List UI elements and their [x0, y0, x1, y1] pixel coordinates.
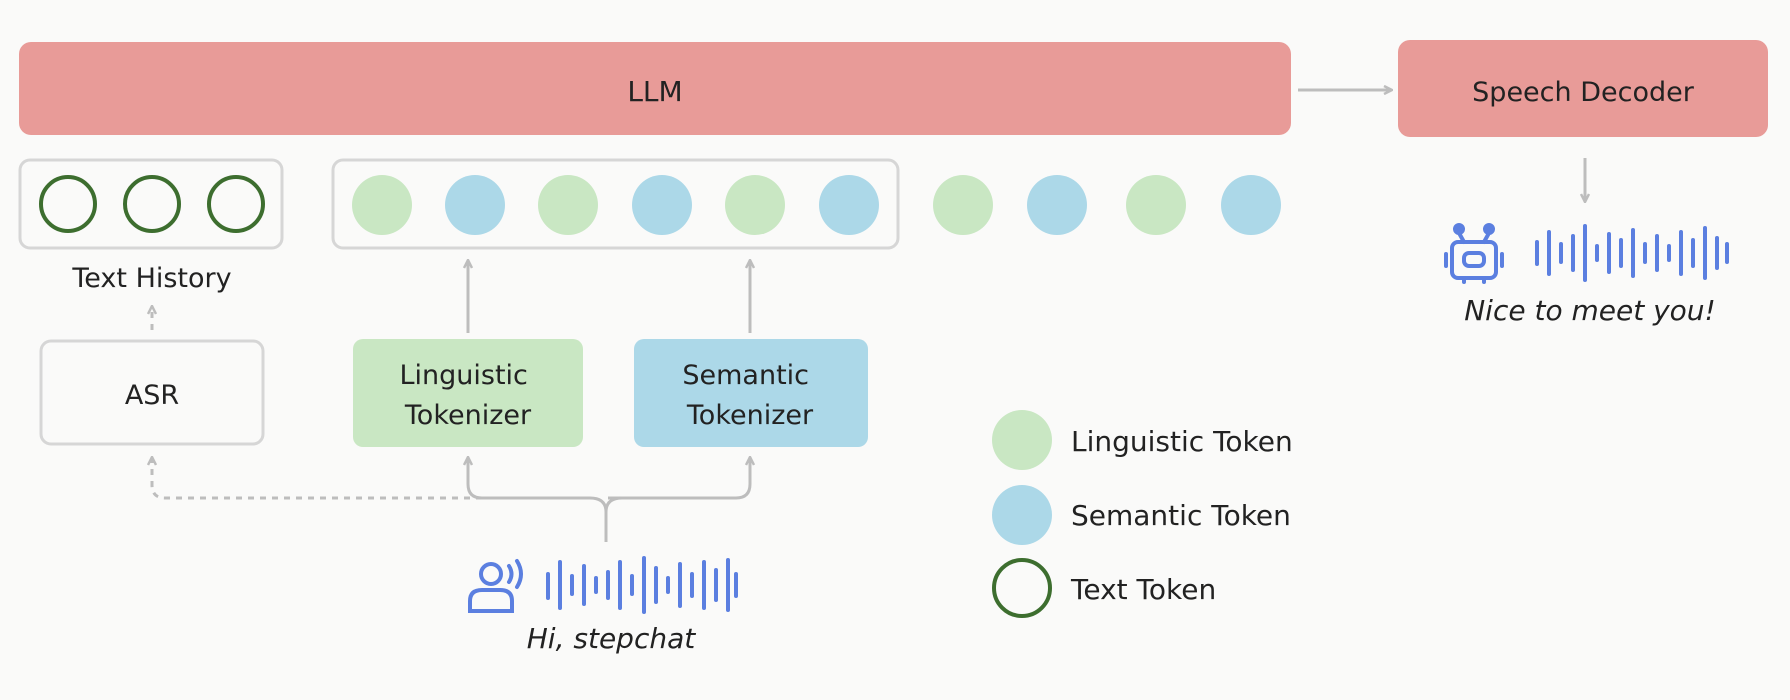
linguistic-tokenizer-label-line2: Tokenizer	[404, 400, 532, 431]
legend: Linguistic Token Semantic Token Text Tok…	[992, 410, 1293, 618]
semantic-tokenizer-label-line2: Tokenizer	[686, 400, 814, 431]
linguistic-token	[1126, 175, 1186, 235]
text-history-label: Text History	[71, 263, 231, 294]
llm-block	[19, 42, 1291, 135]
speaking-user-icon	[468, 559, 523, 613]
legend-text-label: Text Token	[1070, 573, 1216, 606]
linguistic-token	[538, 175, 598, 235]
text-history-box	[18, 158, 284, 250]
legend-text-swatch	[992, 558, 1052, 618]
asr-block	[39, 339, 265, 446]
legend-semantic-swatch	[992, 485, 1052, 545]
semantic-token	[819, 175, 879, 235]
speech-decoder-block	[1398, 40, 1768, 137]
semantic-tokenizer-block	[634, 339, 868, 447]
user-utterance: Hi, stepchat	[527, 622, 697, 655]
audio-waveform-icon	[546, 556, 738, 614]
input-to-asr-dashed-path	[152, 457, 590, 500]
semantic-token	[445, 175, 505, 235]
linguistic-token	[933, 175, 993, 235]
text-token	[39, 175, 97, 233]
speech-decoder-label: Speech Decoder	[1472, 77, 1695, 108]
input-to-semantic-path	[608, 457, 750, 500]
text-token	[207, 175, 265, 233]
legend-linguistic-swatch	[992, 410, 1052, 470]
input-to-linguistic-path	[468, 457, 590, 500]
legend-linguistic-label: Linguistic Token	[1071, 425, 1293, 458]
llm-label: LLM	[627, 75, 682, 108]
asr-label: ASR	[125, 380, 179, 411]
linguistic-token	[352, 175, 412, 235]
bot-utterance: Nice to meet you!	[1464, 294, 1716, 327]
robot-icon	[1444, 223, 1504, 284]
semantic-tokenizer-label-line1: Semantic	[682, 360, 809, 391]
linguistic-tokenizer-label: Linguistic Tokenizer	[399, 360, 536, 431]
linguistic-tokenizer-block	[353, 339, 583, 447]
linguistic-token	[725, 175, 785, 235]
semantic-token	[1221, 175, 1281, 235]
semantic-tokenizer-label: Semantic Tokenizer	[682, 360, 817, 431]
audio-waveform-icon	[1535, 224, 1729, 282]
text-token	[123, 175, 181, 233]
input-stem-path	[589, 496, 623, 542]
semantic-token	[1027, 175, 1087, 235]
semantic-token	[632, 175, 692, 235]
linguistic-tokenizer-label-line1: Linguistic	[399, 360, 527, 391]
legend-semantic-label: Semantic Token	[1071, 499, 1291, 532]
audio-token-box	[331, 158, 900, 250]
